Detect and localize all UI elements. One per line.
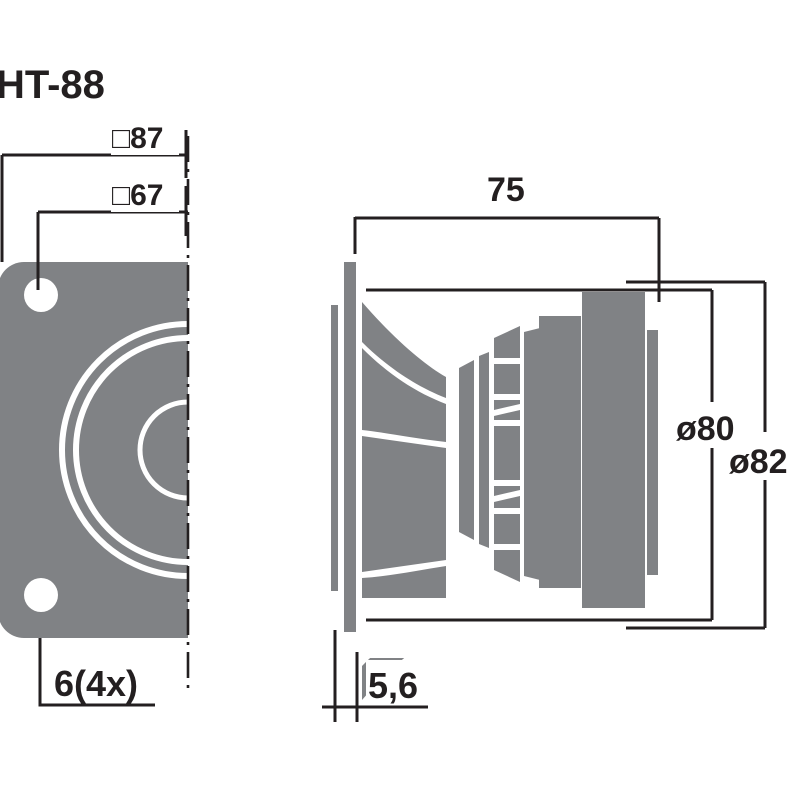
- cone-upper-body: [362, 348, 446, 442]
- basket-segment-top-1: [494, 326, 520, 358]
- cone-upper-outer: [362, 302, 446, 398]
- dimension-87: □87: [0, 122, 188, 262]
- dim-87-label: □87: [112, 122, 164, 155]
- basket-segment-mid-lower: [494, 496, 520, 508]
- dim-67-text-mask: [111, 182, 179, 212]
- dimension-80: ø80: [366, 288, 735, 622]
- faceplate-plate: [0, 262, 188, 638]
- dimension-67: □67: [36, 179, 188, 290]
- dim-80-label: ø80: [676, 410, 735, 448]
- mounting-hole-top-left: [24, 278, 58, 312]
- dim-6-4x-label: 6(4x): [54, 663, 138, 704]
- cone-bottom-mask: [356, 598, 452, 658]
- dimension-75: 75: [353, 171, 661, 302]
- basket-segment-bottom-2: [494, 550, 520, 582]
- dim-75-text-mask: [484, 172, 540, 204]
- faceplate-body: [0, 262, 188, 638]
- former-plate: [479, 352, 489, 548]
- basket-segment-mid-upper: [494, 426, 520, 480]
- front-view-half: □87 □67 6(4x): [0, 122, 190, 707]
- pole-piece-column: [524, 328, 540, 580]
- front-flange-plate: [344, 262, 356, 632]
- page-title: HT-88: [0, 63, 105, 107]
- dim-67-label: □67: [112, 179, 164, 212]
- dimension-6-4x: 6(4x): [38, 638, 155, 707]
- cone-top-mask: [356, 250, 452, 302]
- cone-mid-body: [362, 436, 446, 572]
- basket-segment-top-4: [494, 410, 520, 420]
- cone-surround-circle: [73, 335, 188, 565]
- magnet-block: [582, 292, 645, 608]
- front-trim-ring: [331, 305, 338, 591]
- spider-plate-outer: [459, 360, 474, 540]
- rear-cover-plate: [647, 330, 658, 575]
- side-section-view: 75 ø80 ø82: [322, 171, 788, 722]
- basket-segment-bottom-1: [494, 514, 520, 544]
- dim-87-text-mask: [111, 125, 179, 155]
- dim-82-label: ø82: [729, 443, 788, 481]
- mounting-hole-bottom-left: [24, 578, 58, 612]
- basket-segment-mid: [494, 486, 520, 496]
- basket-segment-top-2: [494, 364, 520, 394]
- back-plate: [539, 316, 581, 588]
- dim-56-label: 5,6: [368, 665, 418, 706]
- dim-75-label: 75: [487, 171, 525, 209]
- basket-segment-top-3: [494, 400, 520, 410]
- dim-56-text-mask: [366, 660, 428, 698]
- dimension-82: ø82: [626, 280, 788, 630]
- dimension-5-6: 5,6: [322, 630, 428, 722]
- dust-cap-circle: [137, 399, 188, 501]
- cone-outer-circle: [59, 321, 188, 579]
- dim-6-leader: [38, 638, 155, 707]
